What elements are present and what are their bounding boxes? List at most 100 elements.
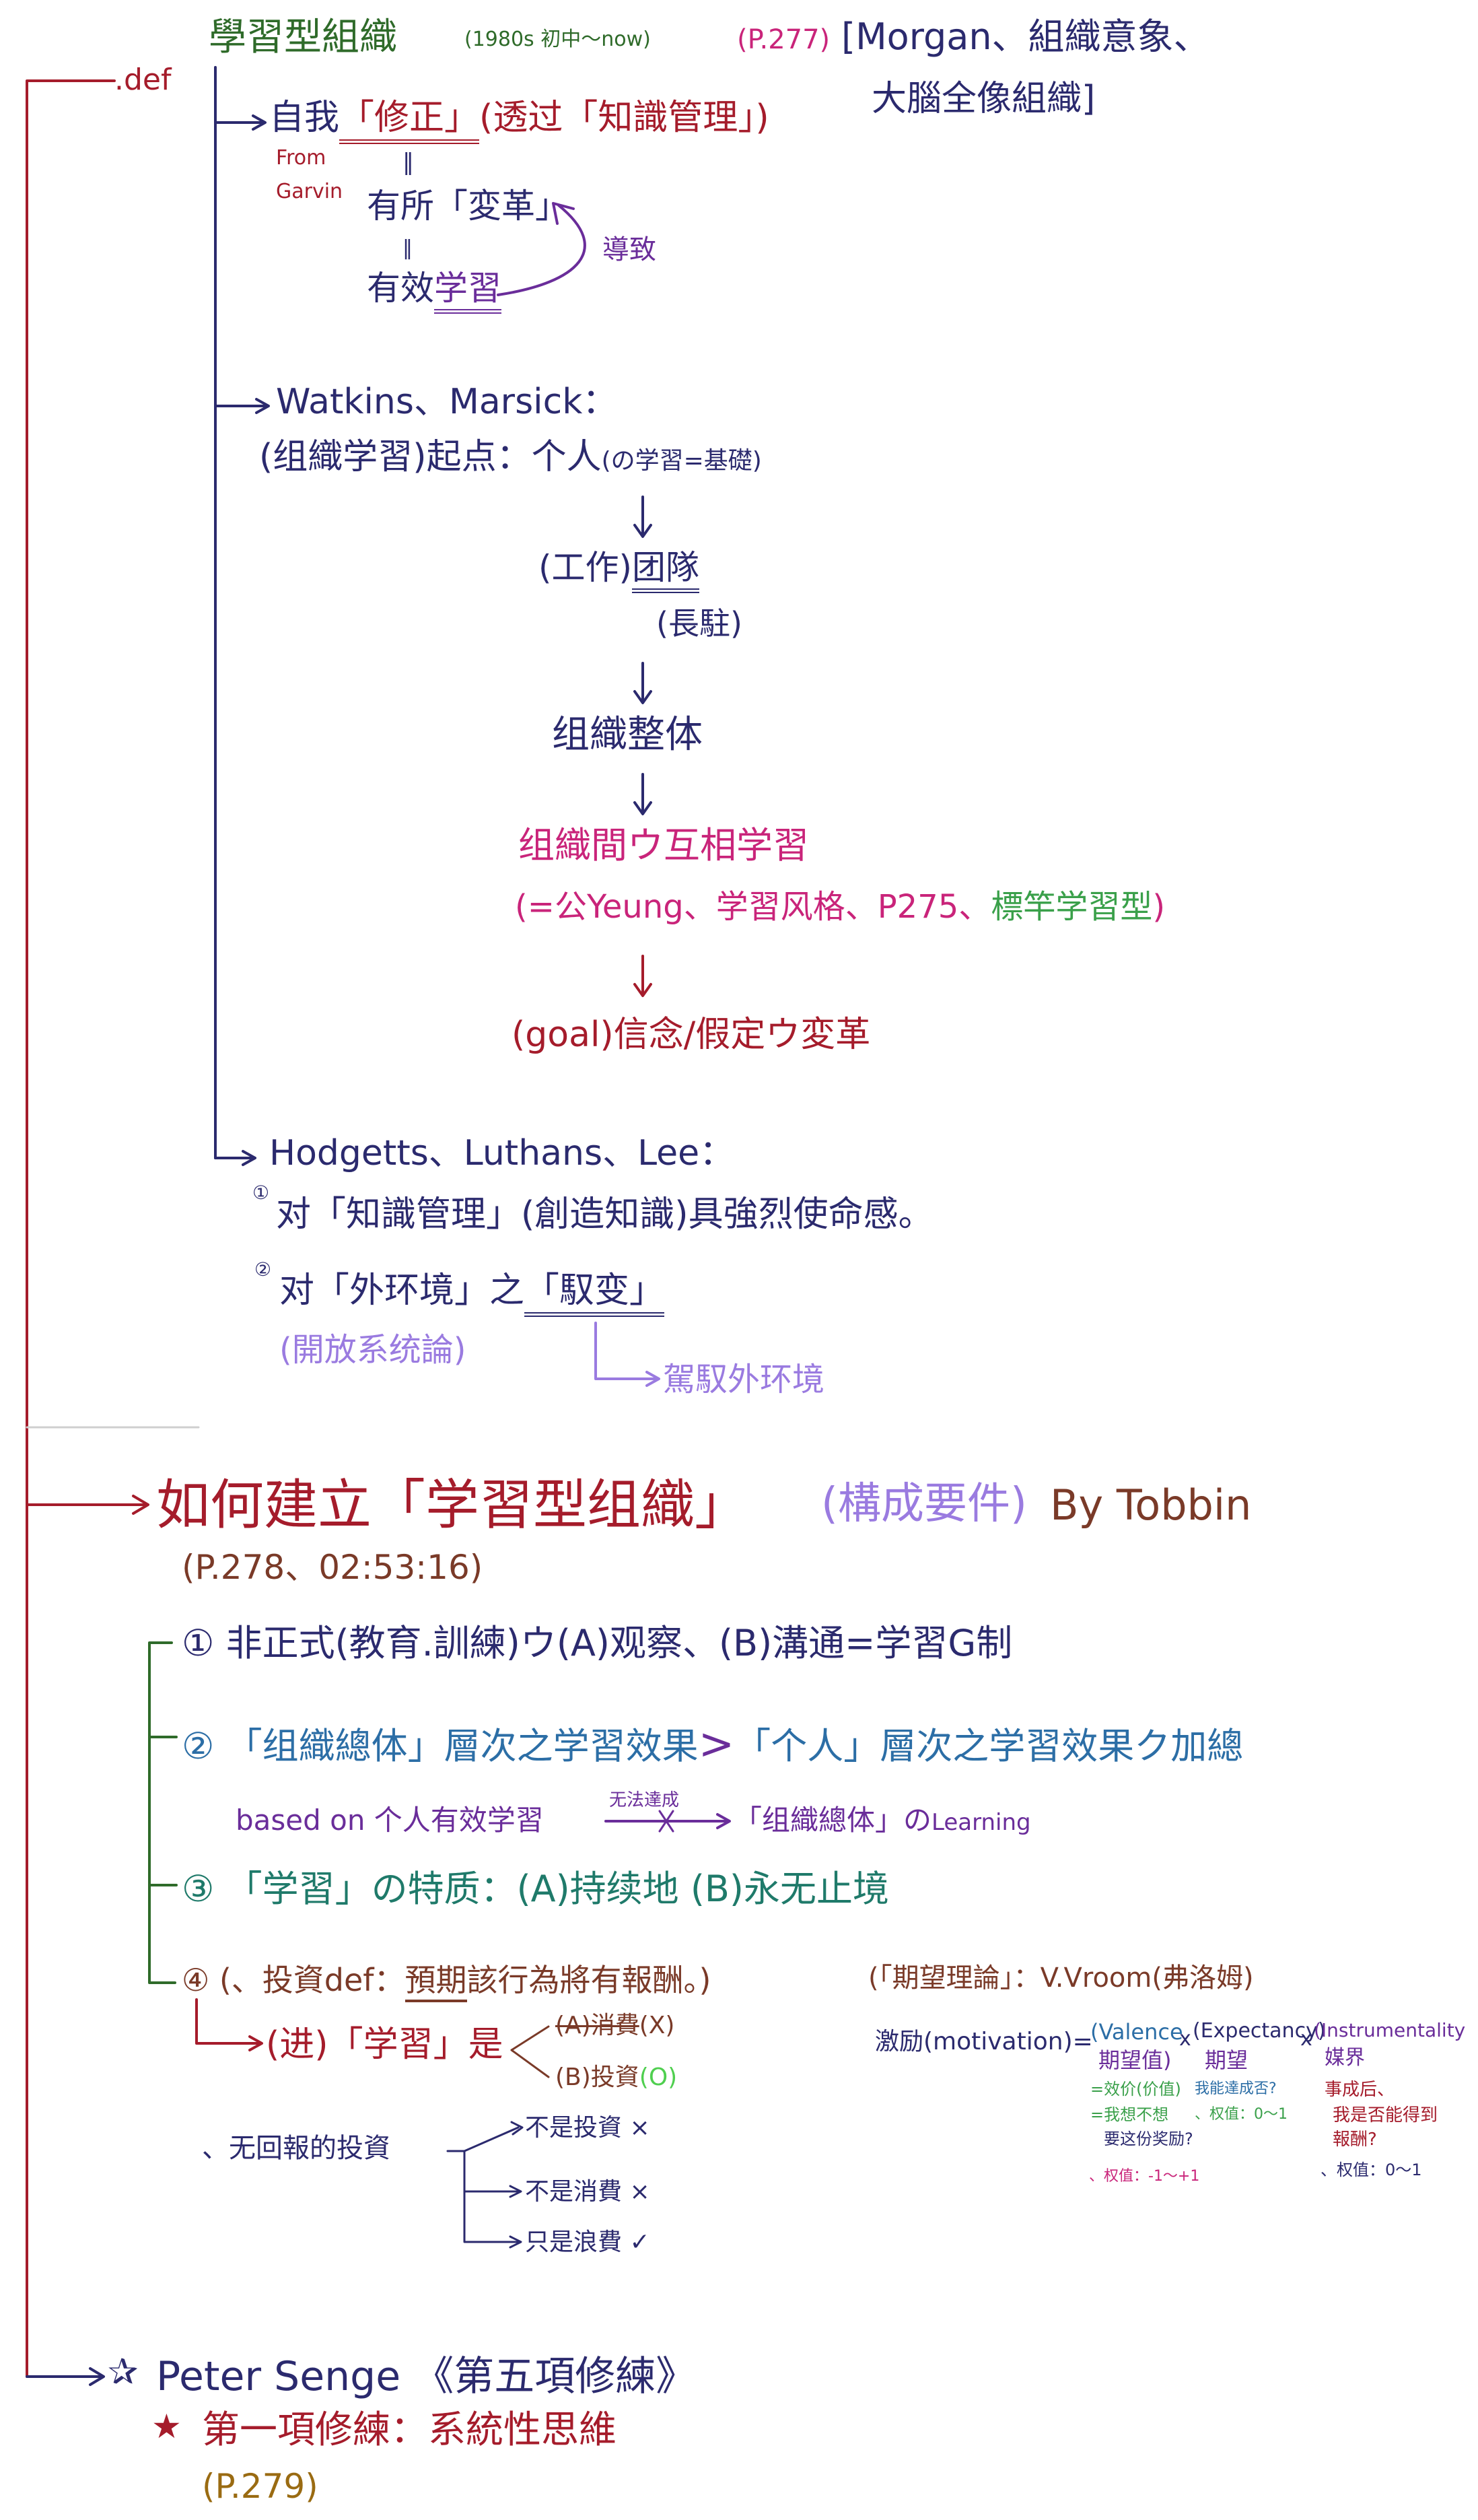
hodgetts-point2-pre: 对「外环境」之 [279, 1270, 525, 1311]
org-mutual: 组織間ウ互相学習 [518, 824, 809, 866]
tobbin-item-1: ① 非正式(教育.訓練)ウ(A)观察、(B)溝通=学習G制 [182, 1622, 1013, 1664]
instrumentality-note-2: 我是否能得到 [1333, 2105, 1438, 2125]
valence-note-2: =我想不想 [1090, 2105, 1169, 2124]
effective-pre: 有效 [367, 269, 434, 308]
instrumentality-note-3: 報酬? [1333, 2130, 1377, 2150]
star-solid-icon: ★ [151, 2407, 182, 2446]
expectancy: (Expectancy) [1193, 2019, 1326, 2043]
watkins-start: (组織学習)起点：个人 [259, 437, 602, 477]
instrumentality-zh: 媒界 [1325, 2046, 1365, 2070]
invest-sub-arrow [195, 1998, 263, 2051]
def-label: .def [114, 63, 172, 97]
effective-learning: 学習 [434, 269, 501, 314]
garvin-from: From [276, 146, 326, 170]
expectancy-zh: 期望 [1205, 2047, 1248, 2073]
def-spine-line [26, 79, 116, 2378]
drive-env-arrow [594, 1322, 660, 1387]
green-spine-line [148, 1641, 176, 1984]
senge-page: (P.279) [202, 2467, 318, 2506]
instrumentality: (Instrumentality [1314, 2019, 1466, 2041]
effective-line: 有效学習 [367, 269, 501, 314]
watkins-head: Watkins、Marsick： [276, 382, 618, 422]
vroom: (「期望理論」：V.Vroom(弗洛姆) [868, 1963, 1254, 1994]
hodgetts-head: Hodgetts、Luthans、Lee： [269, 1133, 735, 1173]
yeung-line: (=公Yeung、学習风格、P275、標竿学習型) [515, 888, 1166, 926]
tobbin-item-2-note-post: 「组織總体」のLearning [734, 1804, 1031, 1837]
option-a-mark: (X) [639, 2012, 675, 2039]
valence-note-1: =效价(价值) [1090, 2080, 1181, 2099]
garvin-mid: (透过 [479, 98, 563, 138]
instrumentality-note-1: 事成后、 [1325, 2080, 1395, 2100]
has-change-q: 「変革」 [434, 186, 569, 226]
arrowhead-watkins [255, 398, 270, 414]
leads-to: 導致 [602, 234, 656, 265]
title-page: (P.277) [737, 24, 831, 55]
down-arrow-1 [633, 496, 652, 538]
down-arrow-2 [633, 662, 652, 704]
watkins-start-line: (组織学習)起点：个人(の学習=基礎) [259, 437, 762, 478]
expectancy-note-1: 我能達成否? [1195, 2080, 1277, 2097]
tobbin-item-3: ③ 「学習」の特质：(A)持续地 (B)永无止境 [182, 1868, 889, 1910]
arrowhead-garvin [252, 114, 267, 131]
times-2: x [1300, 2027, 1312, 2051]
tobbin-elements: (構成要件) [821, 1479, 1027, 1529]
tobbin-item-2-post: 「个人」層次之学習效果ク加總 [734, 1725, 1244, 1767]
morgan-line1: [Morgan、組織意象、 [841, 15, 1210, 58]
team-pre: (工作) [538, 548, 633, 587]
org-whole: 组織整体 [552, 713, 703, 757]
option-b-mark: (O) [639, 2064, 678, 2091]
garvin-close: ) [755, 98, 769, 138]
tobbin-item-2-pre: ② 「组織總体」層次之学習效果 [182, 1725, 699, 1767]
noreturn-head: 、无回報的投資 [202, 2133, 390, 2164]
expectancy-note-2: 、权值：0～1 [1195, 2106, 1288, 2123]
yeung-close: ) [1152, 888, 1166, 926]
hodgetts-point1: 对「知識管理」(創造知識)具強烈使命感。 [276, 1194, 934, 1235]
hodgetts-num2: ② [254, 1258, 272, 1281]
cannot-achieve-cross [658, 1810, 674, 1833]
down-arrow-3 [633, 773, 652, 815]
senge-head: Peter Senge 《第五項修練》 [156, 2353, 697, 2400]
valence-note-3: 要这份奖励? [1104, 2130, 1193, 2148]
noreturn-2: 不是消費 × [525, 2178, 650, 2206]
valence-note-4: 、权值：-1～+1 [1089, 2168, 1200, 2185]
morgan-line2: 大腦全像組織] [872, 79, 1096, 119]
garvin-lead: 自我 [269, 98, 340, 138]
cannot-achieve-arrow [604, 1813, 731, 1829]
drive-env: 駕馭外环境 [663, 1361, 825, 1398]
team-line: (工作)团隊 [538, 548, 700, 593]
leads-to-arrowhead [552, 202, 575, 225]
tobbin-ref: (P.278、02:53:16) [182, 1548, 483, 1587]
fork-to-ab [510, 2025, 550, 2078]
noreturn-3: 只是浪費 ✓ [525, 2228, 650, 2256]
tobbin-item-4-pre: ④ (、投資def： [182, 1962, 405, 1998]
instrumentality-note-4: 、权值：0～1 [1321, 2160, 1422, 2179]
arrowhead-tobbin [132, 1495, 149, 1515]
motivation-label: 激励(motivation)= [875, 2028, 1093, 2055]
garvin-line: 自我「修正」(透过「知識管理」) [269, 98, 769, 144]
down-arrow-4 [633, 955, 652, 997]
yeung-benchmark: 標竿学習型 [991, 888, 1153, 926]
team: 团隊 [632, 548, 700, 593]
tobbin-item-2-note-pre: based on 个人有效学習 [236, 1804, 544, 1837]
tobbin-item-2-note-arrow: 无法達成 [609, 1790, 680, 1810]
tobbin-by: By Tobbin [1050, 1480, 1252, 1530]
branch-to-senge [26, 2367, 105, 2386]
leads-to-curve [497, 204, 586, 296]
option-a-text: (A)消費 [555, 2012, 639, 2039]
garvin-eq2: ‖ [402, 236, 413, 260]
tobbin-item-2: ② 「组織總体」層次之学習效果>「个人」層次之学習效果ク加總 [182, 1719, 1244, 1770]
invest-sub: (进)「学習」是 [266, 2024, 503, 2065]
hodgetts-point2-q: 「馭变」 [524, 1270, 665, 1317]
arrowhead-hodgetts [242, 1150, 256, 1166]
team-sub: (長駐) [656, 605, 742, 642]
garvin-name: Garvin [276, 180, 343, 203]
star-outline-icon: ✰ [108, 2350, 139, 2393]
senge-first-discipline: 第一項修練：系統性思維 [202, 2408, 617, 2452]
valence-zh: 期望值) [1098, 2047, 1172, 2073]
tobbin-item-2-gt: > [698, 1719, 735, 1769]
tobbin-item-4-post: 該行為將有報酬。) [466, 1962, 711, 1998]
tobbin-item-2-note-learning: Learning [931, 1809, 1031, 1836]
hodgetts-point2: 对「外环境」之「馭变」 [279, 1270, 665, 1317]
